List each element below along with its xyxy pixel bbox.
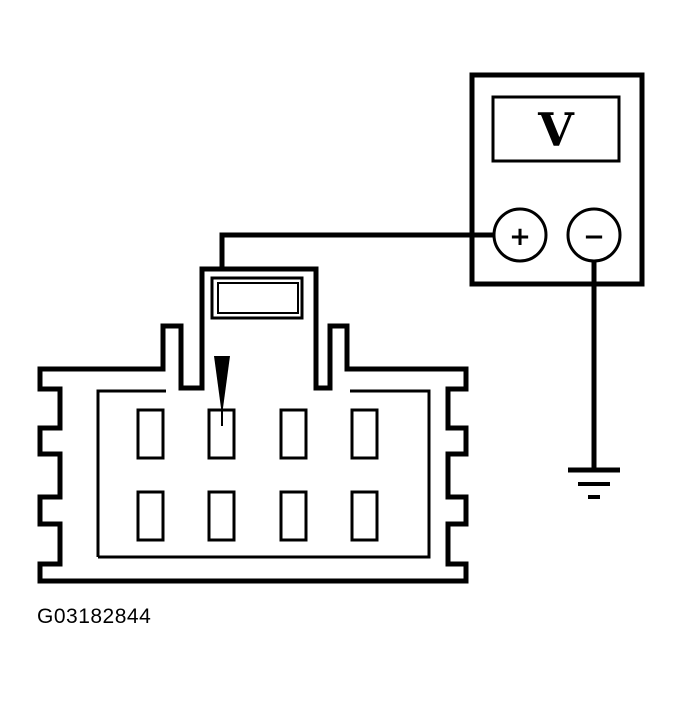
terminal-cavity [279,408,308,460]
terminal-cavity [350,408,379,460]
test-probe-tip-front [214,356,230,408]
terminal-row-bottom [136,490,379,542]
connector-inner-body [96,389,431,559]
terminal-cavity [207,490,236,542]
voltmeter-display [491,95,621,163]
terminal-cavity [136,490,165,542]
terminal-cavity [350,490,379,542]
ground-symbol [568,467,620,499]
figure-id-label: G03182844 [37,605,152,628]
voltmeter-display-symbol: V [537,103,575,157]
connector-lock-tab-inner [217,282,299,314]
voltmeter: V + − [469,72,645,287]
terminal-cavity [136,408,165,460]
terminal-cavity [279,490,308,542]
positive-terminal-label: + [509,222,531,252]
negative-terminal-label: − [583,222,605,252]
connector-lock-tab [210,276,304,320]
